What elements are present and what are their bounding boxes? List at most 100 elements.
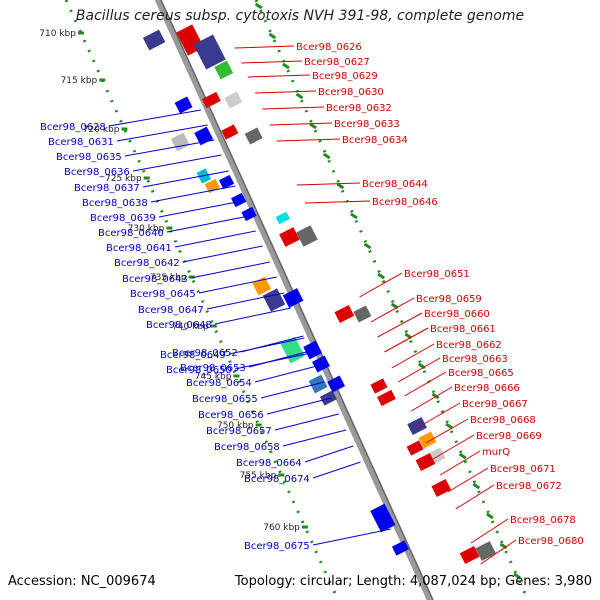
- gene-feature-glyph: [221, 124, 239, 140]
- scale-label: 725 kbp: [105, 174, 142, 184]
- gene-feature-glyph: [475, 541, 497, 561]
- ruler-tick: [363, 242, 372, 250]
- forward-gene-label: Bcer98_0661: [430, 324, 496, 335]
- ruler-tick: [377, 272, 385, 280]
- forward-label-leader: [262, 106, 325, 110]
- gene-feature-glyph: [275, 211, 290, 225]
- reverse-label-leader: [142, 170, 229, 188]
- reverse-label-leader: [116, 124, 208, 142]
- forward-gene-label: Bcer98_0663: [442, 354, 508, 365]
- reverse-gene-label: Bcer98_0657: [206, 426, 272, 437]
- scale-label: 750 kbp: [217, 421, 254, 431]
- forward-label-leader: [370, 297, 415, 323]
- gene-feature-glyph: [312, 355, 330, 373]
- gene-feature-glyph: [418, 431, 437, 449]
- reverse-gene-label: Bcer98_0649: [160, 350, 226, 361]
- gene-feature-glyph: [170, 132, 190, 152]
- forward-label-leader: [397, 357, 441, 383]
- scale-label: 730 kbp: [128, 224, 165, 234]
- reverse-gene-label: Bcer98_0636: [64, 167, 130, 178]
- forward-gene-label: Bcer98_0633: [334, 119, 400, 130]
- reverse-label-leader: [214, 307, 291, 325]
- forward-gene-label: Bcer98_0667: [462, 399, 528, 410]
- forward-gene-label: Bcer98_0646: [372, 197, 438, 208]
- forward-gene-label: Bcer98_0644: [362, 179, 428, 190]
- gene-feature-glyph: [370, 503, 396, 533]
- ruler-tick: [268, 32, 277, 40]
- reverse-gene-label: Bcer98_0655: [192, 394, 258, 405]
- gene-feature-glyph: [224, 91, 243, 109]
- reverse-gene-label: Bcer98_0639: [90, 213, 156, 224]
- gene-feature-glyph: [214, 60, 234, 80]
- reverse-label-leader: [198, 276, 277, 294]
- forward-gene-label: Bcer98_0626: [296, 42, 362, 53]
- gene-feature-glyph: [296, 225, 318, 247]
- forward-label-leader: [440, 450, 481, 476]
- reverse-gene-label: Bcer98_0642: [114, 258, 180, 269]
- ruler-tick: [458, 452, 467, 460]
- forward-label-leader: [455, 484, 495, 510]
- gene-feature-glyph: [174, 96, 193, 114]
- gene-feature-glyph: [377, 389, 396, 407]
- reverse-label-leader: [304, 445, 354, 463]
- forward-label-leader: [391, 343, 435, 369]
- forward-label-leader: [269, 122, 333, 126]
- reverse-label-leader: [206, 292, 284, 310]
- ruler-tick: [336, 182, 345, 190]
- forward-gene-label: Bcer98_0678: [510, 515, 576, 526]
- forward-gene-label: Bcer98_0680: [518, 536, 584, 547]
- scale-label: 745 kbp: [195, 372, 232, 382]
- reverse-label-leader: [228, 337, 305, 355]
- reverse-gene-label: Bcer98_0658: [214, 442, 280, 453]
- reverse-label-leader: [150, 185, 236, 203]
- forward-label-leader: [384, 327, 429, 353]
- gene-feature-glyph: [334, 305, 355, 323]
- forward-label-leader: [359, 272, 403, 298]
- reverse-label-leader: [132, 154, 222, 172]
- forward-label-leader: [276, 138, 341, 142]
- forward-label-leader: [410, 386, 453, 412]
- forward-gene-label: Bcer98_0627: [304, 57, 370, 68]
- gene-feature-glyph: [262, 288, 286, 312]
- reverse-label-leader: [158, 200, 243, 218]
- forward-label-leader: [247, 74, 311, 78]
- gene-feature-glyph: [415, 453, 436, 471]
- ruler-tick: [309, 122, 317, 130]
- forward-gene-label: Bcer98_0666: [454, 383, 520, 394]
- forward-label-leader: [480, 539, 517, 565]
- forward-gene-label: Bcer98_0659: [416, 294, 482, 305]
- reverse-label-leader: [190, 261, 270, 279]
- reverse-gene-label: Bcer98_0652: [172, 348, 238, 359]
- reverse-label-leader: [282, 429, 347, 447]
- gene-feature-glyph: [142, 29, 166, 51]
- reverse-label-leader: [254, 365, 318, 383]
- forward-label-leader: [234, 45, 295, 49]
- gene-feature-glyph: [319, 390, 337, 406]
- gene-feature-glyph: [407, 417, 427, 435]
- forward-gene-label: murQ: [482, 447, 510, 458]
- reverse-gene-label: Bcer98_0645: [130, 289, 196, 300]
- gene-feature-glyph: [327, 375, 346, 393]
- reverse-gene-label: Bcer98_0664: [236, 458, 302, 469]
- reverse-label-leader: [266, 397, 332, 415]
- scale-label: 740 kbp: [172, 322, 209, 332]
- forward-label-leader: [447, 467, 489, 493]
- reverse-gene-label: Bcer98_0631: [48, 137, 114, 148]
- scale-label: 735 kbp: [150, 273, 187, 283]
- reverse-gene-label: Bcer98_0637: [74, 183, 140, 194]
- reverse-label-leader: [312, 461, 361, 479]
- forward-gene-label: Bcer98_0669: [476, 431, 542, 442]
- gene-feature-glyph: [201, 91, 221, 109]
- reverse-label-leader: [274, 413, 339, 431]
- reverse-gene-label: Bcer98_0675: [244, 541, 310, 552]
- forward-label-leader: [241, 60, 303, 64]
- ruler-tick: [472, 482, 481, 490]
- gene-feature-glyph: [244, 127, 263, 145]
- scale-label: 755 kbp: [240, 471, 277, 481]
- ruler-tick: [431, 392, 440, 400]
- gene-feature-glyph: [406, 440, 424, 456]
- reverse-label-leader: [108, 109, 202, 127]
- reverse-gene-label: Bcer98_0656: [198, 410, 264, 421]
